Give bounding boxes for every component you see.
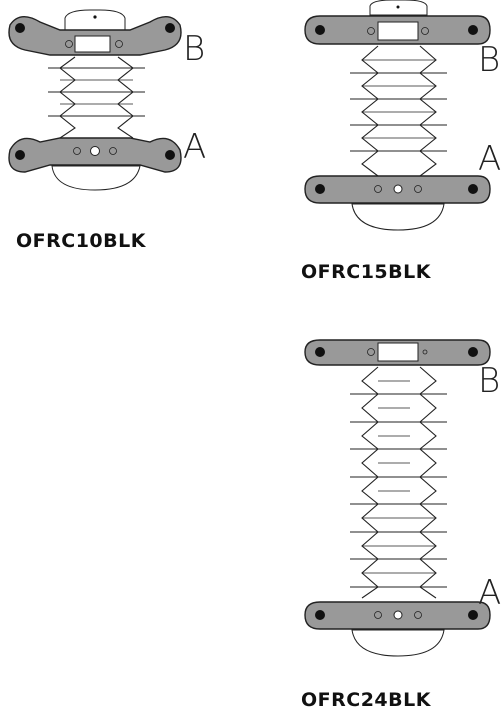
label-a: A [478, 139, 501, 179]
wing-nut-icon [65, 40, 73, 48]
mount-hole [165, 150, 175, 160]
label-b: B [183, 29, 205, 69]
accordion-body [48, 56, 145, 139]
mount-hole [165, 23, 175, 33]
mount-hole [468, 347, 478, 357]
mount-hole [315, 610, 325, 620]
top-cap [64, 9, 126, 31]
accordion-body [350, 366, 447, 599]
unit-ofrc24blk: B A OFRC24BLK [301, 339, 501, 711]
mount-hole [315, 25, 325, 35]
center-hole [90, 146, 100, 156]
model-name: OFRC10BLK [16, 230, 147, 252]
label-b: B [478, 40, 500, 80]
wing-nut-icon [374, 185, 382, 193]
top-cap-hole [93, 15, 97, 19]
mount-hole [468, 25, 478, 35]
wing-nut-icon [414, 185, 422, 193]
bottom-dome [51, 165, 141, 191]
top-window [377, 342, 419, 362]
bottom-dome [351, 629, 445, 657]
model-name: OFRC15BLK [301, 261, 432, 283]
mount-hole [315, 184, 325, 194]
wing-nut-icon [422, 349, 428, 355]
top-cap-hole [396, 5, 400, 9]
wing-nut-icon [374, 611, 382, 619]
mount-hole [15, 150, 25, 160]
unit-ofrc15blk: B A OFRC15BLK [301, 0, 501, 283]
wing-nut-icon [115, 40, 123, 48]
label-b: B [478, 361, 500, 401]
wing-nut-icon [414, 611, 422, 619]
label-a: A [183, 127, 206, 167]
mount-hole [468, 184, 478, 194]
wing-nut-icon [367, 27, 375, 35]
wing-nut-icon [73, 147, 81, 155]
model-name: OFRC24BLK [301, 689, 432, 711]
bottom-dome [351, 203, 445, 231]
mount-hole [468, 610, 478, 620]
unit-ofrc10blk: B A OFRC10BLK [8, 9, 206, 252]
mount-hole [315, 347, 325, 357]
wing-nut-icon [109, 147, 117, 155]
center-hole [393, 184, 403, 194]
wing-nut-icon [367, 348, 375, 356]
center-hole [393, 610, 403, 620]
label-a: A [478, 573, 501, 613]
accordion-body [350, 45, 447, 177]
wing-nut-icon [421, 27, 429, 35]
mount-hole [15, 23, 25, 33]
top-window [377, 21, 419, 41]
top-window [74, 35, 111, 53]
